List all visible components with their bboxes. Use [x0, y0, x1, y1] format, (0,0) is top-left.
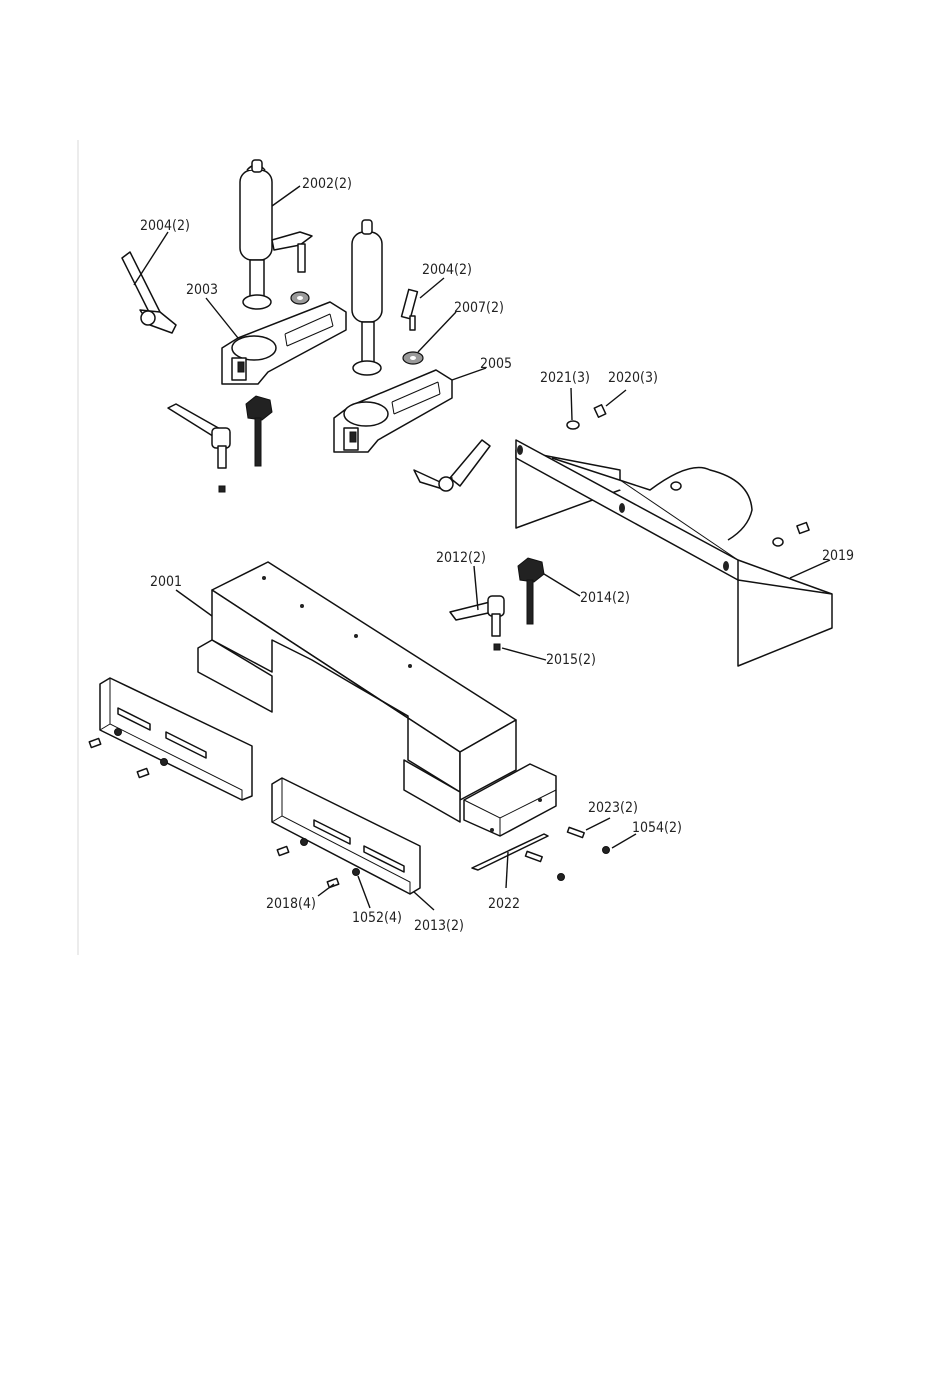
part-1054-nuts [558, 847, 610, 881]
part-2014-star-knob [518, 558, 544, 624]
part-2002-hold-down-post-right [352, 220, 423, 375]
part-2013-adjusting-plate-left [100, 678, 252, 800]
label-2015: 2015(2) [546, 652, 596, 668]
label-1052: 1052(4) [352, 910, 402, 926]
label-2018: 2018(4) [266, 896, 316, 912]
part-2022-blade [472, 834, 548, 870]
part-2023-pins [525, 827, 584, 861]
label-2003: 2003 [186, 282, 218, 298]
part-2005-clamp-bracket [334, 370, 452, 452]
part-2019-blade-guard [516, 440, 832, 666]
label-2019: 2019 [822, 548, 854, 564]
label-2021: 2021(3) [540, 370, 590, 386]
label-2005: 2005 [480, 356, 512, 372]
part-2015-set-screw [494, 644, 500, 650]
part-2021-washer [567, 421, 579, 429]
part-2003-clamp-bracket [222, 302, 346, 384]
part-2004-clamp-handle-top-left [122, 252, 176, 333]
label-2007: 2007(2) [454, 300, 504, 316]
part-clamp-handle-right [414, 440, 490, 491]
label-2023: 2023(2) [588, 800, 638, 816]
part-clamp-handle-lower-left [168, 404, 230, 492]
label-2014: 2014(2) [580, 590, 630, 606]
label-2012: 2012(2) [436, 550, 486, 566]
label-2022: 2022 [488, 896, 520, 912]
part-star-knob-bolt [246, 396, 272, 466]
label-1054: 1054(2) [632, 820, 682, 836]
part-2020-screw [594, 405, 605, 417]
label-2002: 2002(2) [302, 176, 352, 192]
part-2013-adjusting-plate-right [272, 778, 420, 894]
label-2013: 2013(2) [414, 918, 464, 934]
label-2020: 2020(3) [608, 370, 658, 386]
label-2004-right: 2004(2) [422, 262, 472, 278]
label-2001: 2001 [150, 574, 182, 590]
label-2004-left: 2004(2) [140, 218, 190, 234]
